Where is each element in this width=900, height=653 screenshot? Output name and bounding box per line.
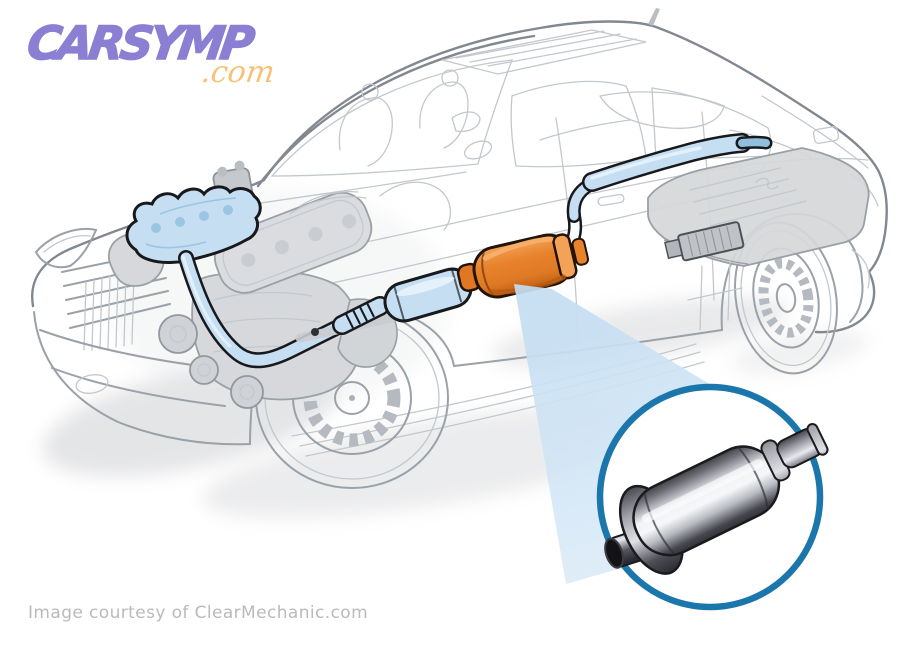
fuel-door xyxy=(812,126,840,144)
car-body-line-art xyxy=(31,8,888,457)
wheel-hub xyxy=(334,381,370,415)
fog-lamp xyxy=(75,374,109,394)
subframe-bolt xyxy=(311,328,319,336)
muffler-highlight xyxy=(456,233,590,299)
tailpipe-highlight xyxy=(559,133,773,259)
interior-seats xyxy=(338,69,813,167)
flex-pipe-highlight xyxy=(332,296,390,335)
pulley xyxy=(189,355,219,385)
steering-wheel xyxy=(463,140,493,160)
inlet-opening xyxy=(604,537,624,569)
rear-wheel xyxy=(734,221,838,375)
connector xyxy=(664,238,684,260)
control-module-box xyxy=(664,221,745,262)
engine-line-art xyxy=(108,160,451,409)
image-credit: Image courtesy of ClearMechanic.com xyxy=(28,603,369,623)
logo-tld-text: .com xyxy=(199,55,277,90)
exhaust-system-highlight xyxy=(125,133,773,369)
front-fascia xyxy=(34,228,226,407)
wheel-hub xyxy=(775,283,797,313)
outlet-tip xyxy=(806,423,829,456)
exhaust-manifold-highlight xyxy=(125,185,262,264)
weld-seams xyxy=(643,445,770,555)
pulley xyxy=(158,314,198,354)
catalytic-converter-highlight xyxy=(383,267,473,323)
muffler-closeup-illustration xyxy=(604,423,829,575)
door-handle xyxy=(597,193,625,207)
antenna xyxy=(648,8,660,26)
pulley xyxy=(230,375,264,409)
specular-highlight xyxy=(641,459,764,523)
radiator-hatch xyxy=(83,269,135,351)
headlight xyxy=(34,228,98,269)
fuel-tank xyxy=(647,147,870,331)
valve-cover xyxy=(213,191,373,294)
muffler-callout xyxy=(596,383,829,611)
site-logo[interactable]: CARSYMP .com xyxy=(21,15,301,90)
sunroof xyxy=(441,29,647,75)
wheel-vents xyxy=(758,258,814,338)
side-mirror xyxy=(451,111,481,133)
